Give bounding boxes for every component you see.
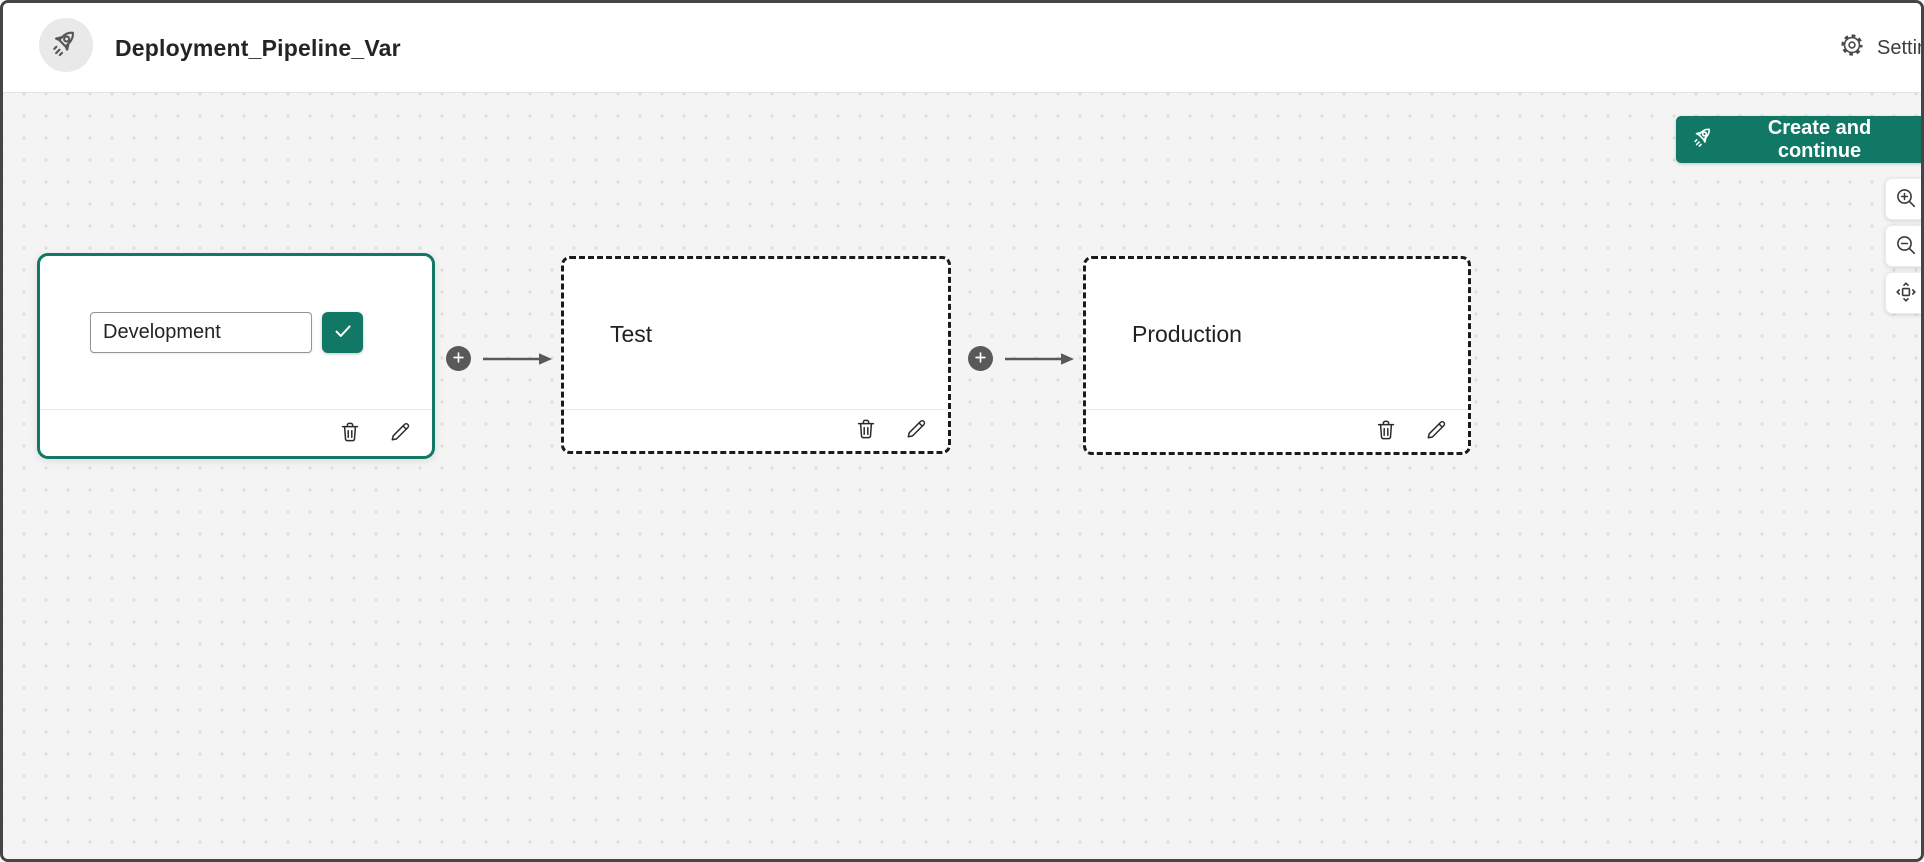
stage-name-input[interactable] (90, 312, 312, 353)
stage-development-footer (40, 410, 432, 456)
stage-test-content: Test (564, 259, 948, 409)
pencil-icon (388, 420, 412, 447)
pencil-icon (904, 417, 928, 444)
edit-stage-button[interactable] (388, 420, 412, 447)
connector-arrow (1003, 350, 1076, 368)
stage-production-content: Production (1086, 259, 1468, 409)
trash-icon (854, 417, 878, 444)
add-stage-button[interactable] (968, 346, 993, 371)
zoom-out-button[interactable] (1885, 225, 1921, 267)
gear-icon (1839, 32, 1865, 64)
delete-stage-button[interactable] (1374, 418, 1398, 445)
rocket-icon (50, 25, 82, 64)
stage-label: Test (610, 320, 653, 347)
pipeline-avatar (39, 18, 93, 72)
stage-production-footer (1086, 410, 1468, 452)
canvas-zoom-controls (1885, 178, 1921, 314)
stage-card-development[interactable] (37, 253, 435, 459)
settings-button[interactable]: Settings (1839, 3, 1921, 93)
fit-view-icon (1894, 280, 1918, 307)
fit-to-view-button[interactable] (1885, 272, 1921, 314)
trash-icon (1374, 418, 1398, 445)
stage-test-footer (564, 410, 948, 451)
zoom-in-button[interactable] (1885, 178, 1921, 220)
create-and-continue-button[interactable]: Create and continue (1676, 116, 1921, 163)
stage-development-content (40, 256, 432, 409)
plus-icon (972, 349, 989, 369)
stage-footer-divider (1086, 409, 1468, 410)
plus-icon (450, 349, 467, 369)
add-stage-button[interactable] (446, 346, 471, 371)
zoom-in-icon (1894, 186, 1918, 213)
delete-stage-button[interactable] (338, 420, 362, 447)
header-bar: Deployment_Pipeline_Var Settings (3, 3, 1921, 93)
stage-card-production[interactable]: Production (1083, 256, 1471, 455)
trash-icon (338, 420, 362, 447)
connector-arrow (481, 350, 554, 368)
settings-label: Settings (1877, 36, 1921, 59)
confirm-stage-name-button[interactable] (322, 312, 363, 353)
rocket-icon (1692, 123, 1716, 155)
pencil-icon (1424, 418, 1448, 445)
stage-footer-divider (564, 409, 948, 410)
zoom-out-icon (1894, 233, 1918, 260)
create-button-label: Create and continue (1767, 116, 1872, 162)
checkmark-icon (331, 319, 355, 346)
stage-footer-divider (40, 409, 432, 410)
edit-stage-button[interactable] (1424, 418, 1448, 445)
delete-stage-button[interactable] (854, 417, 878, 444)
pipeline-canvas[interactable]: Create and continue (3, 93, 1921, 859)
stage-label: Production (1132, 320, 1242, 347)
edit-stage-button[interactable] (904, 417, 928, 444)
page-title: Deployment_Pipeline_Var (115, 34, 401, 61)
stage-card-test[interactable]: Test (561, 256, 951, 454)
